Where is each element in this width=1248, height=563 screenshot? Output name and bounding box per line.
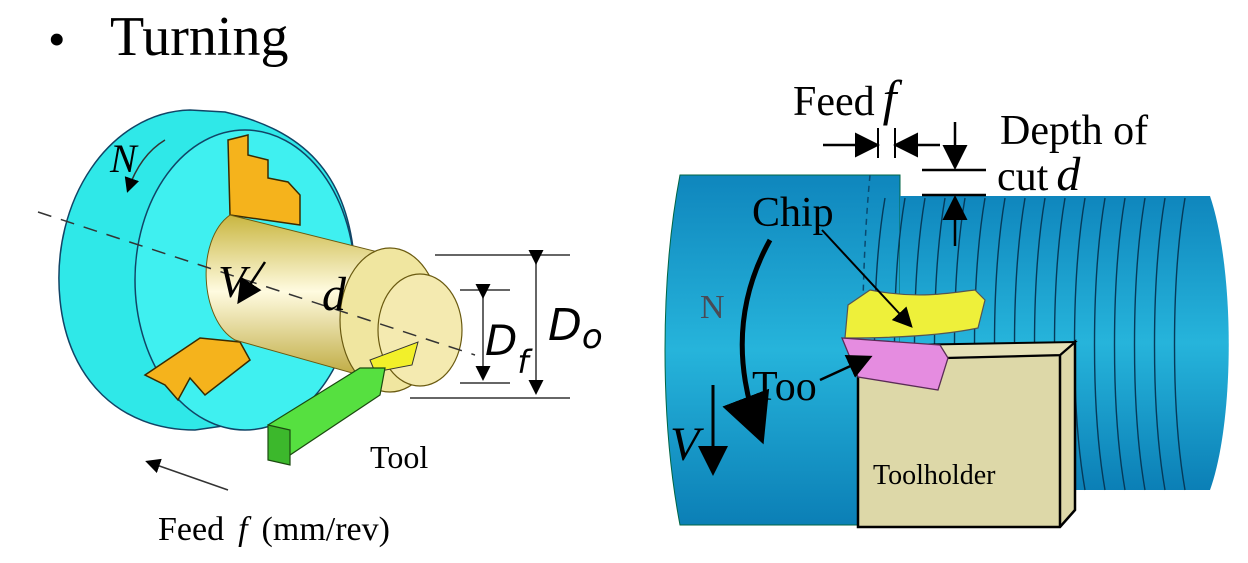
- thread-groove: [1113, 197, 1126, 491]
- label-tool-right: Too: [752, 364, 817, 410]
- rotation-arrow-left: [124, 139, 166, 193]
- workpiece: [205, 214, 463, 393]
- label-velocity-right: V: [670, 418, 704, 471]
- feed-arrow-left: [145, 458, 229, 491]
- page-title: Turning: [110, 6, 289, 68]
- rotation-arrow-right: [722, 238, 773, 445]
- label-final-diameter: Df: [485, 316, 533, 381]
- velocity-arrow-left: [237, 261, 267, 305]
- label-tool-left: Tool: [370, 439, 428, 475]
- chuck-jaw-top: [227, 134, 301, 226]
- label-depth-line1: Depth of: [1000, 108, 1148, 154]
- label-toolholder: Toolholder: [873, 460, 996, 491]
- chip-pointer: [821, 229, 913, 328]
- cutting-tool-left: [267, 367, 386, 466]
- chip-right: [844, 289, 986, 339]
- label-chip: Chip: [752, 190, 834, 236]
- title-bullet: •: [48, 11, 66, 67]
- chuck-jaw-bottom: [143, 337, 251, 402]
- thread-groove: [1173, 197, 1186, 491]
- diameter-dimensions: [410, 250, 570, 399]
- tool-pointer: [819, 354, 873, 382]
- label-velocity-left: V: [218, 256, 251, 307]
- thread-groove: [1133, 197, 1146, 491]
- label-original-diameter: Do: [548, 300, 603, 357]
- label-rotation-left: N: [109, 136, 139, 181]
- thread-groove: [1093, 197, 1106, 491]
- label-rotation-right: N: [700, 289, 725, 326]
- thread-groove: [1153, 197, 1166, 491]
- label-depth-left: d: [322, 268, 347, 321]
